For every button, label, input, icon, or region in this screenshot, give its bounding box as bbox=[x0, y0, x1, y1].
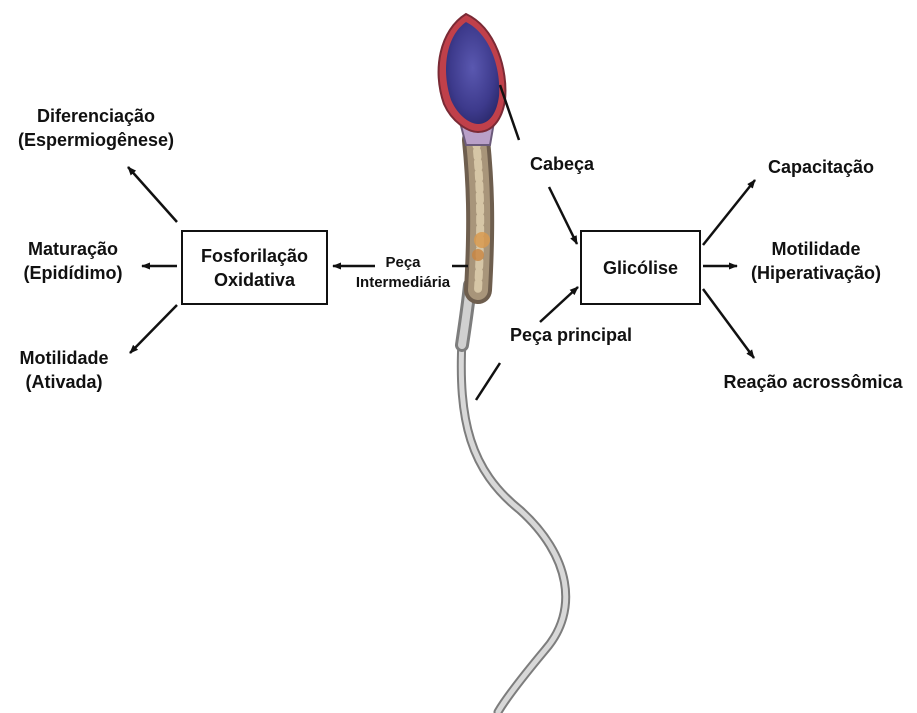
sperm-cell-illustration bbox=[439, 14, 566, 712]
label-motility-activated: Motilidade (Ativada) bbox=[20, 346, 109, 394]
glycolysis-box: Glicólise bbox=[580, 230, 701, 305]
arrow-to-motility-left bbox=[130, 305, 177, 353]
label-motility-hyperactivation: Motilidade (Hiperativação) bbox=[751, 237, 881, 285]
oxidative-box-line2: Oxidativa bbox=[214, 268, 295, 292]
arrow-principal-to-glycolysis bbox=[476, 363, 500, 400]
oxidative-box-line1: Fosforilação bbox=[201, 244, 308, 268]
arrow-to-differentiation bbox=[128, 167, 177, 222]
label-midpiece: Peça Intermediária bbox=[356, 253, 450, 293]
oxidative-phosphorylation-box: Fosforilação Oxidativa bbox=[181, 230, 328, 305]
arrow-to-capacitation bbox=[703, 180, 755, 245]
label-acrosome-reaction: Reação acrossômica bbox=[723, 370, 902, 394]
glycolysis-box-label: Glicólise bbox=[603, 256, 678, 280]
label-principal-piece: Peça principal bbox=[510, 323, 632, 347]
label-head: Cabeça bbox=[530, 152, 594, 176]
sperm-tail bbox=[461, 340, 565, 712]
arrow-to-acrosome bbox=[703, 289, 754, 358]
label-maturation: Maturação (Epidídimo) bbox=[24, 237, 123, 285]
label-capacitation: Capacitação bbox=[768, 155, 874, 179]
label-differentiation: Diferenciação (Espermiogênese) bbox=[18, 104, 174, 152]
